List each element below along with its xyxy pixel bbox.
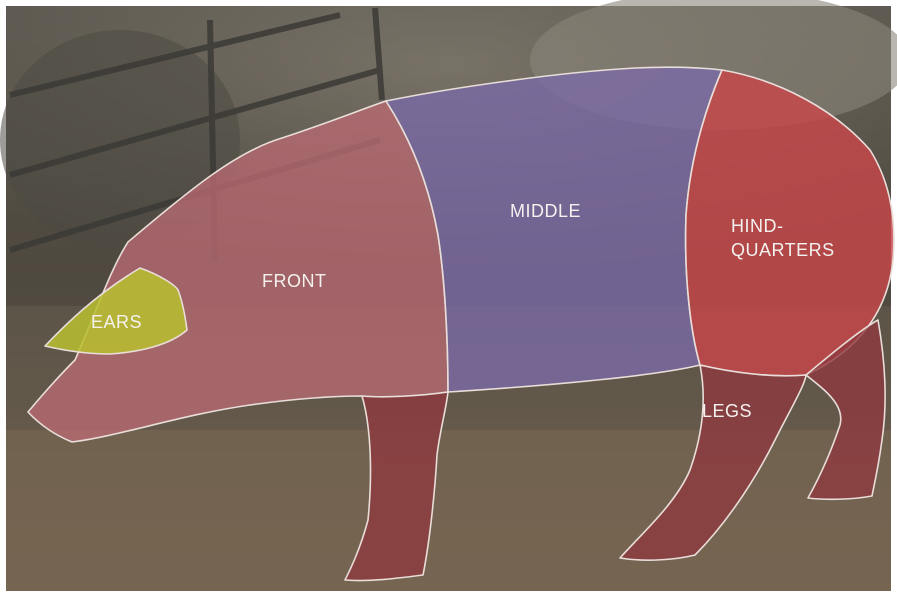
legs-label: LEGS [702, 401, 752, 421]
hindquarters-label-line1: HIND- [731, 216, 784, 236]
middle-label: MIDDLE [510, 201, 581, 221]
ears-label: EARS [91, 312, 142, 332]
front-label: FRONT [262, 271, 327, 291]
hindquarters-label-line2: QUARTERS [731, 240, 835, 260]
